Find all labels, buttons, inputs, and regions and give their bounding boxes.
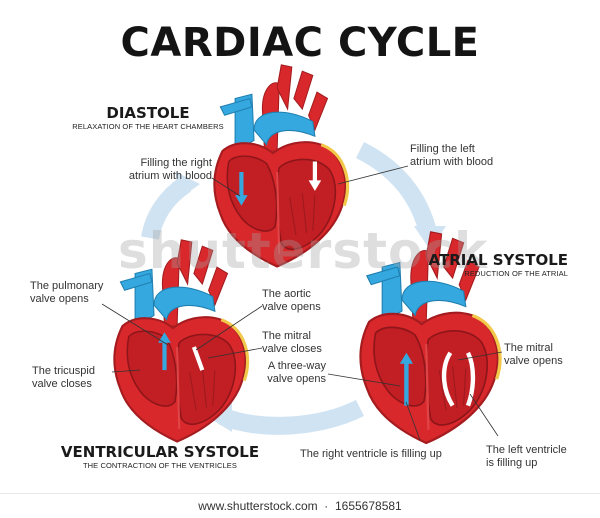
atrial-systole-heading: ATRIAL SYSTOLE REDUCTION OF THE ATRIAL: [408, 251, 568, 278]
atrial-systole-title: ATRIAL SYSTOLE: [428, 251, 568, 269]
heart-atrial-systole: [358, 230, 502, 445]
label-fill-right-atrium: Filling the right atrium with blood: [128, 157, 212, 182]
diastole-title: DIASTOLE: [106, 104, 190, 122]
footer-bar: www.shutterstock.com · 1655678581: [0, 493, 600, 516]
diastole-heading: DIASTOLE RELAXATION OF THE HEART CHAMBER…: [58, 104, 238, 131]
label-mitral-closes: The mitral valve closes: [262, 330, 322, 355]
heart-diastole: [212, 63, 350, 269]
label-tricuspid-closes: The tricuspid valve closes: [32, 365, 95, 390]
page-title: CARDIAC CYCLE: [120, 20, 480, 66]
diastole-subtitle: RELAXATION OF THE HEART CHAMBERS: [72, 122, 224, 131]
label-aortic-valve: The aortic valve opens: [262, 288, 321, 313]
label-left-ventricle: The left ventricle is filling up: [486, 444, 567, 469]
ventricular-systole-heading: VENTRICULAR SYSTOLE THE CONTRACTION OF T…: [50, 443, 270, 470]
cycle-arrows: [141, 141, 446, 435]
label-fill-left-atrium: Filling the left atrium with blood: [410, 143, 494, 168]
atrial-systole-subtitle: REDUCTION OF THE ATRIAL: [464, 269, 568, 278]
ventricular-systole-subtitle: THE CONTRACTION OF THE VENTRICLES: [82, 461, 237, 470]
label-three-way-valve: A three-way valve opens: [267, 360, 326, 385]
heart-ventricular-systole: [112, 238, 250, 444]
ventricular-systole-title: VENTRICULAR SYSTOLE: [60, 443, 260, 461]
watermark: shutterstock: [118, 222, 489, 280]
footer-id: 1655678581: [334, 499, 402, 513]
label-mitral-opens: The mitral valve opens: [504, 342, 563, 367]
label-right-ventricle: The right ventricle is filling up: [300, 448, 442, 460]
label-pulmonary-valve: The pulmonary valve opens: [30, 280, 104, 305]
leader-lines: [101, 165, 503, 441]
footer-url: www.shutterstock.com: [198, 499, 318, 513]
